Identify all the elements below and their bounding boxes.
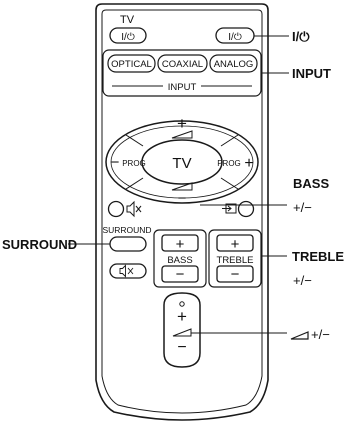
tv-input-button[interactable] — [237, 200, 255, 218]
prog-minus-sign: − — [111, 154, 120, 171]
treble-label: TREBLE — [217, 255, 254, 266]
surround-button[interactable] — [109, 236, 147, 252]
volume-down-minus: − — [178, 190, 187, 207]
volume-rocker[interactable]: + − — [163, 292, 201, 368]
coaxial-button[interactable]: COAXIAL — [157, 54, 208, 73]
coaxial-label: COAXIAL — [162, 59, 203, 70]
callout-input: INPUT — [292, 66, 331, 81]
callout-power: I/⏻ — [292, 29, 310, 44]
treble-minus-button[interactable]: − — [216, 265, 254, 283]
volume-up-icon — [171, 130, 193, 139]
bass-plus-button[interactable]: + — [161, 234, 199, 253]
volume-down-button[interactable]: − — [171, 182, 193, 207]
treble-plus-sign: + — [231, 236, 240, 253]
analog-button[interactable]: ANALOG — [209, 54, 258, 73]
remote-body — [95, 3, 269, 421]
volume-rocker-plus: + — [177, 307, 187, 326]
prog-plus-sign: + — [244, 155, 253, 172]
prog-plus-button[interactable]: PROG + — [217, 155, 253, 172]
tv-mute-button[interactable] — [107, 200, 125, 218]
callout-bass-sub: +/− — [293, 200, 312, 215]
callout-lines — [68, 35, 289, 334]
volume-rocker-minus: − — [177, 339, 186, 356]
callout-treble-sub: +/− — [293, 273, 312, 288]
tv-power-button[interactable]: I/⏻ — [109, 27, 147, 44]
optical-label: OPTICAL — [111, 59, 152, 70]
prog-left-label: PROG — [122, 159, 146, 168]
surround-label: SURROUND — [102, 225, 151, 235]
volume-tactile-dot — [179, 301, 185, 307]
tv-center-button[interactable]: TV — [172, 155, 191, 172]
prog-right-label: PROG — [217, 159, 241, 168]
tv-input-icon — [222, 203, 237, 214]
volume-up-plus: + — [177, 114, 187, 133]
bass-plus-sign: + — [176, 236, 185, 253]
tv-power-icon: I/⏻ — [121, 32, 135, 43]
treble-minus-sign: − — [231, 266, 240, 283]
treble-group-frame — [208, 229, 262, 288]
callout-bass-title: BASS — [293, 176, 329, 191]
power-button[interactable]: I/⏻ — [215, 27, 255, 44]
mute-icon — [119, 264, 134, 278]
volume-up-button[interactable]: + — [171, 114, 193, 139]
prog-minus-button[interactable]: − PROG — [111, 154, 146, 171]
callout-surround: SURROUND — [2, 237, 77, 252]
bass-minus-button[interactable]: − — [161, 265, 199, 283]
analog-label: ANALOG — [214, 59, 254, 70]
bass-minus-sign: − — [176, 266, 185, 283]
volume-down-icon — [171, 182, 193, 191]
callout-treble-title: TREBLE — [292, 249, 344, 264]
dpad — [105, 120, 259, 204]
tv-mute-icon — [126, 200, 142, 218]
bass-group-frame — [153, 229, 207, 288]
mute-button[interactable] — [109, 263, 147, 279]
callout-volume-suffix: +/− — [311, 327, 330, 342]
tv-label: TV — [120, 14, 135, 26]
input-group-label: INPUT — [168, 82, 197, 93]
treble-plus-button[interactable]: + — [216, 234, 254, 253]
optical-button[interactable]: OPTICAL — [107, 54, 156, 73]
tv-center-label: TV — [172, 155, 191, 172]
power-icon: I/⏻ — [228, 32, 242, 43]
bass-label: BASS — [167, 255, 192, 266]
callout-volume-icon — [290, 331, 309, 340]
